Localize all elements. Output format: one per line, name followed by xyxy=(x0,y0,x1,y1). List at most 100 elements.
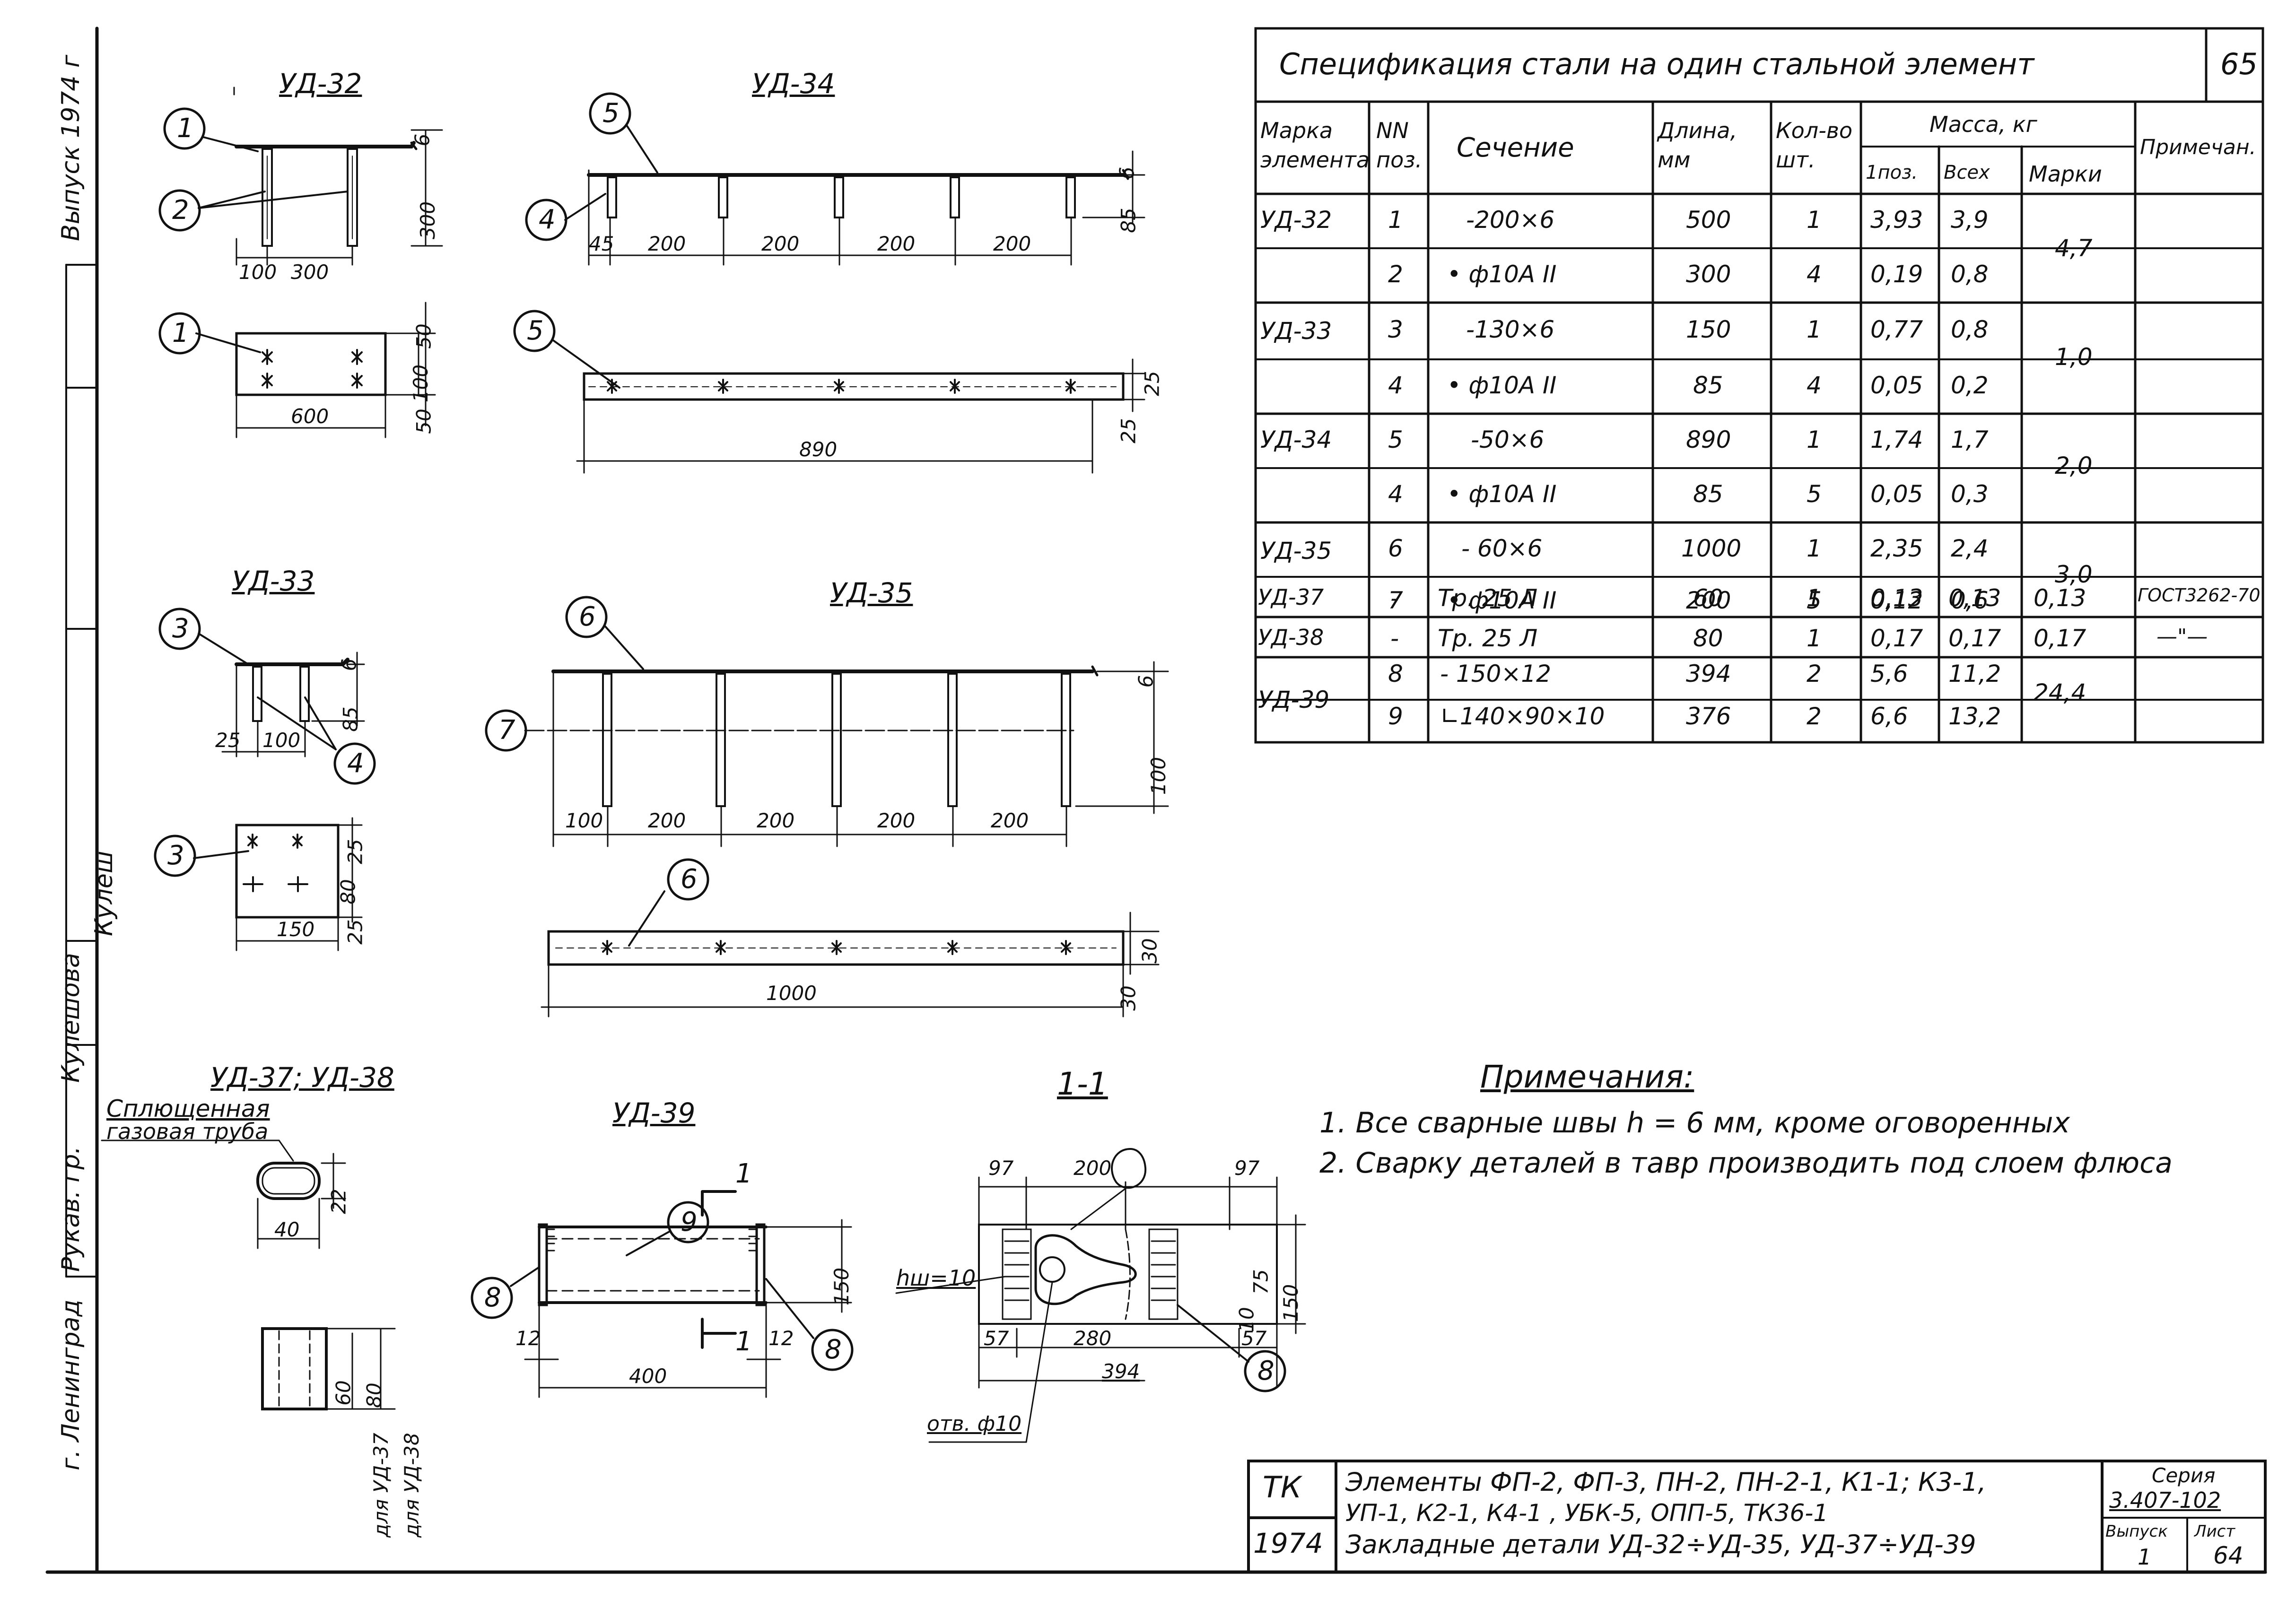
dim: 6 xyxy=(410,133,434,147)
stamp-signature: Кулеш xyxy=(90,851,118,936)
dim: 150 xyxy=(830,1267,854,1306)
cell-qty: 1 xyxy=(1807,584,1822,612)
dim: 30 xyxy=(1117,985,1140,1011)
cell-m1: 3,93 xyxy=(1870,206,1923,234)
cell-length: 150 xyxy=(1686,316,1731,343)
ud39-title: УД-39 xyxy=(612,1097,696,1129)
cell-mark: УД-39 xyxy=(1258,686,1330,713)
dim: 12 xyxy=(515,1327,541,1350)
cell-section: Тр. 25 Л xyxy=(1438,625,1538,652)
stamp-vypusk: Выпуск 1974 г xyxy=(57,54,85,241)
for-ud38: для УД-38 xyxy=(400,1433,423,1538)
cell-qty: 1 xyxy=(1807,426,1822,453)
hole-label: отв. ф10 xyxy=(927,1412,1022,1436)
notes-heading: Примечания: xyxy=(1480,1059,1694,1095)
dim: 12 xyxy=(768,1327,794,1350)
spec-title: Спецификация стали на один стальной элем… xyxy=(1279,47,2034,81)
dim: 100 xyxy=(409,364,433,403)
cell-mmark: 3,0 xyxy=(2055,561,2093,588)
cell-pos: - xyxy=(1390,625,1399,652)
callout: 8 xyxy=(1257,1356,1275,1386)
cell-qty: 5 xyxy=(1807,587,1822,614)
cell-qty: 2 xyxy=(1807,703,1822,730)
cell-mark: УД-32 xyxy=(1260,206,1332,234)
cell-qty: 2 xyxy=(1807,660,1822,687)
ud32-title: УД-32 xyxy=(279,68,362,100)
cell-m1: 0,17 xyxy=(1870,625,1923,652)
dim: 200 xyxy=(648,809,686,832)
cell-mmark: 4,7 xyxy=(2055,235,2093,262)
cell-qty: 1 xyxy=(1807,535,1822,562)
cell-m1: 6,6 xyxy=(1870,703,1908,730)
cell-m1: 0,77 xyxy=(1870,316,1923,343)
dim: 100 xyxy=(262,729,301,752)
cell-mall: 0,6 xyxy=(1951,587,1989,614)
dim: 100 xyxy=(565,809,603,832)
spec-header-mass-1: 1поз. xyxy=(1866,162,1918,183)
cell-mall: 0,17 xyxy=(1948,625,2001,652)
cell-length: 85 xyxy=(1693,372,1723,399)
cell-m1: 0,19 xyxy=(1870,261,1923,288)
cell-section: - 150×12 xyxy=(1440,660,1551,687)
title-block-org: ТК xyxy=(1263,1470,1301,1504)
spec-header-mass: Масса, кг xyxy=(1929,112,2037,137)
title-block-line1: Элементы ФП-2, ФП-3, ПН-2, ПН-2-1, К1-1;… xyxy=(1345,1467,1986,1497)
dim: 85 xyxy=(1117,208,1140,233)
cell-pos: 5 xyxy=(1388,426,1403,453)
cell-pos: 6 xyxy=(1388,535,1403,562)
seria-label: Серия xyxy=(2152,1464,2216,1487)
weld-height-label: hш=10 xyxy=(896,1265,976,1291)
cell-note: —"— xyxy=(2156,625,2208,649)
seria-number: 3.407-102 xyxy=(2109,1487,2221,1513)
cell-pos: 1 xyxy=(1388,206,1403,234)
dim: 6 xyxy=(1134,675,1158,688)
cell-section: -130×6 xyxy=(1466,316,1555,343)
cell-length: 500 xyxy=(1686,206,1731,234)
cell-section: - 60×6 xyxy=(1461,535,1543,562)
dim: 300 xyxy=(416,201,440,240)
ud35-title: УД-35 xyxy=(830,577,913,609)
cell-pos: 8 xyxy=(1388,660,1403,687)
stamp-kuleshova: Кулешова xyxy=(57,953,85,1083)
cell-section: • ф10А II xyxy=(1447,261,1557,288)
note-item: 2. Сварку деталей в тавр производить под… xyxy=(1319,1147,2173,1180)
stamp-ruk-gr: Рукав. гр. xyxy=(57,1146,85,1272)
list-number: 64 xyxy=(2213,1542,2244,1569)
dim: 600 xyxy=(291,405,329,428)
pipe-caption-1: Сплющенная xyxy=(106,1095,270,1122)
cell-pos: 4 xyxy=(1388,372,1403,399)
dim: 40 xyxy=(274,1218,300,1241)
cell-mark: УД-33 xyxy=(1260,317,1332,345)
spec-header-section: Сечение xyxy=(1457,132,1574,163)
spec-sheet-number: 65 xyxy=(2220,47,2258,81)
ud33-title: УД-33 xyxy=(232,565,315,597)
ud3738-title: УД-37; УД-38 xyxy=(210,1061,394,1094)
dim: 100 xyxy=(239,261,277,284)
dim: 890 xyxy=(799,438,838,461)
cell-mmark: 2,0 xyxy=(2055,452,2093,479)
spec-header-mass-all: Всех xyxy=(1944,162,1990,183)
cell-mall: 3,9 xyxy=(1951,206,1989,234)
cell-mark: УД-35 xyxy=(1260,537,1332,565)
cell-mall: 0,8 xyxy=(1951,316,1989,343)
cell-length: 85 xyxy=(1693,480,1723,508)
dim: 200 xyxy=(1074,1157,1112,1180)
dim: 100 xyxy=(1147,757,1170,795)
dim: 50 xyxy=(412,323,436,349)
cut-mark: 1 xyxy=(735,1158,752,1189)
dim: 200 xyxy=(993,232,1031,255)
callout: 4 xyxy=(539,204,556,235)
stamp-leningrad: г. Ленинград xyxy=(57,1299,85,1470)
spec-header-qty: Кол-во шт. xyxy=(1776,118,1853,173)
cell-qty: 5 xyxy=(1807,480,1822,508)
dim: 57 xyxy=(984,1327,1009,1350)
ud34-title: УД-34 xyxy=(752,68,835,100)
dim: 80 xyxy=(336,879,360,904)
title-block-line3: Закладные детали УД-32÷УД-35, УД-37÷УД-3… xyxy=(1345,1530,1976,1559)
dim: 6 xyxy=(1115,166,1139,180)
cell-m1: 1,74 xyxy=(1870,426,1923,453)
spec-header-note: Примечан. xyxy=(2140,135,2256,159)
dim: 200 xyxy=(877,232,916,255)
